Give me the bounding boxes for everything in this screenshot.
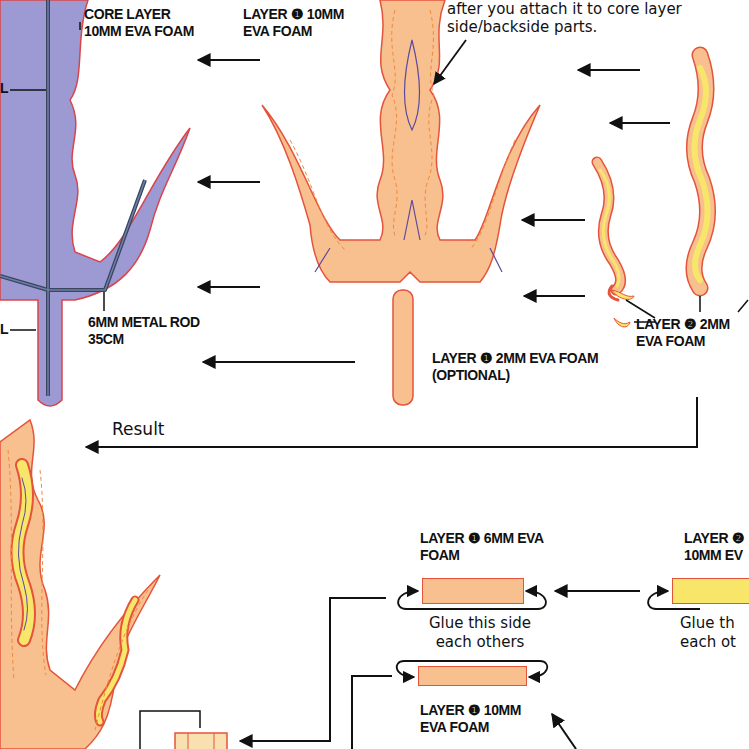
layer2-pieces — [597, 55, 708, 300]
flow-label: Result — [112, 420, 192, 438]
foam-stack — [175, 733, 227, 749]
result-trident — [0, 420, 160, 749]
part-label: LAYER ❶ 2MM EVA FOAM (OPTIONAL) — [432, 350, 632, 384]
part-label: 6MM METAL ROD 35CM — [88, 314, 203, 348]
flame-piece — [612, 290, 634, 299]
foam-stack-detail — [188, 733, 214, 749]
note: after you attach it to core layer side/b… — [447, 0, 747, 36]
part-label: L — [0, 80, 12, 97]
glue-note: Glue this side each others — [405, 614, 555, 652]
foam-strip: LAYER ❷ 10MM EV Glue th each ot — [640, 530, 749, 652]
detail-line — [315, 40, 502, 272]
foam-swatch — [672, 578, 749, 604]
cut-guide — [8, 450, 148, 730]
leader-line — [10, 22, 104, 330]
flow-arrow — [240, 598, 576, 749]
part-label: L — [0, 321, 12, 338]
glue-note: Glue th each ot — [680, 614, 749, 652]
flame-piece — [614, 318, 630, 327]
strip-heading: LAYER ❶ 6MM EVA FOAM — [420, 530, 550, 564]
handle-strip — [393, 290, 413, 405]
foam-swatch — [418, 666, 527, 686]
layer1-trident — [262, 0, 540, 282]
part-label: LAYER ❷ 2MM EVA FOAM — [636, 316, 749, 350]
part-label: LAYER ❶ 10MM EVA FOAM — [243, 6, 373, 40]
foam-strip: LAYER ❶ 6MM EVA FOAM Glue this side each … — [405, 530, 555, 652]
part-label: CORE LAYER 10MM EVA FOAM — [84, 6, 209, 40]
cut-guide — [290, 10, 515, 250]
foam-swatch — [422, 578, 524, 604]
flow-arrow — [86, 60, 697, 447]
foam-strip: LAYER ❶ 10MM EVA FOAM — [405, 666, 555, 736]
leader-line — [434, 40, 466, 84]
result-inlay — [17, 465, 135, 722]
flow-arrow — [555, 590, 640, 592]
strip-heading: LAYER ❷ 10MM EV — [684, 530, 749, 564]
strip-heading: LAYER ❶ 10MM EVA FOAM — [420, 702, 550, 736]
